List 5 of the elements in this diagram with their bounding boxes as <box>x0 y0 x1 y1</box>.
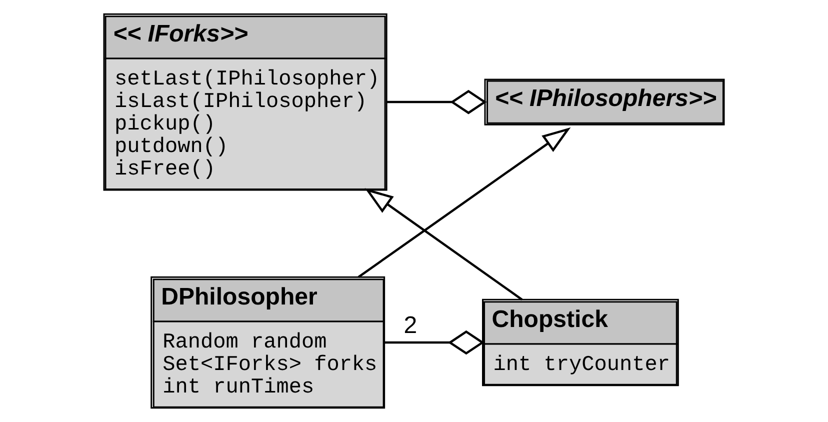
arrow <box>358 127 571 278</box>
edge-label: 2 <box>404 312 418 340</box>
connector <box>387 90 487 114</box>
connector <box>384 330 484 355</box>
arrow <box>364 188 523 301</box>
